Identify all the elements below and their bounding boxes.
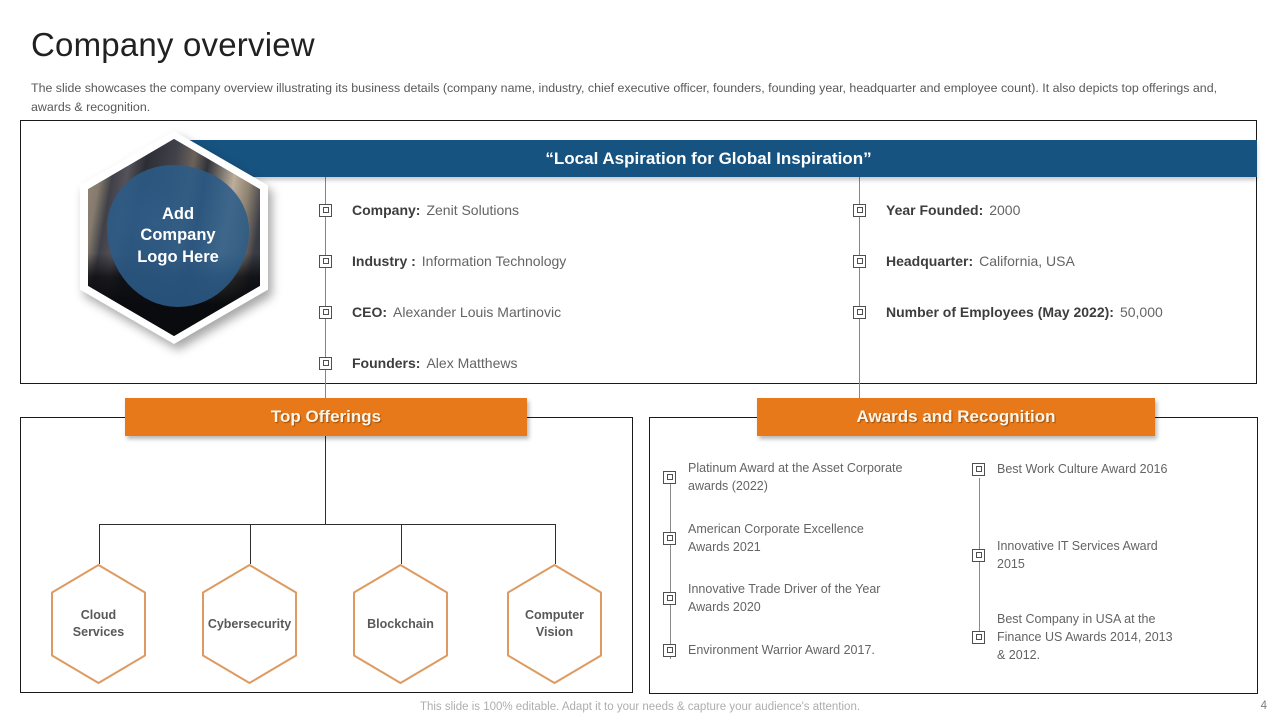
logo-placeholder-text: Add Company Logo Here	[137, 204, 219, 266]
award-item: Innovative IT Services Award 2015	[972, 537, 1179, 573]
tagline-text: “Local Aspiration for Global Inspiration…	[545, 148, 872, 168]
page-number: 4	[1260, 700, 1267, 712]
connector-line-left-details	[325, 177, 326, 399]
tree-drop-line	[401, 524, 402, 564]
award-text: Platinum Award at the Asset Corporate aw…	[688, 461, 903, 494]
award-item: Environment Warrior Award 2017.	[663, 641, 906, 659]
hexagon-outline-icon	[353, 564, 448, 684]
detail-item-company: Company: Zenit Solutions	[319, 200, 519, 220]
square-bullet-icon	[663, 591, 676, 605]
award-text: Best Work Culture Award 2016	[997, 462, 1168, 476]
award-item: American Corporate Excellence Awards 202…	[663, 520, 906, 556]
detail-label: CEO:	[352, 304, 387, 320]
connector-line-right-details	[859, 177, 860, 399]
award-item: Platinum Award at the Asset Corporate aw…	[663, 459, 906, 495]
square-bullet-icon	[972, 548, 985, 562]
tree-drop-line	[99, 524, 100, 564]
offering-label: Blockchain	[367, 616, 434, 631]
detail-item-employees: Number of Employees (May 2022): 50,000	[853, 302, 1163, 322]
offering-hexagon-cloud-services: Cloud Services	[48, 563, 149, 685]
tree-drop-line	[555, 524, 556, 564]
offering-label: Cybersecurity	[207, 616, 292, 631]
awards-title: Awards and Recognition	[856, 407, 1056, 426]
award-text: American Corporate Excellence Awards 202…	[688, 522, 864, 555]
top-offerings-title: Top Offerings	[270, 407, 382, 426]
detail-label: Headquarter:	[886, 253, 974, 269]
tree-drop-line	[250, 524, 251, 564]
tree-stem-line	[325, 436, 326, 524]
awards-connector-line-left	[670, 477, 671, 659]
award-item: Best Work Culture Award 2016	[972, 460, 1179, 478]
detail-value: Alexander Louis Martinovic	[393, 304, 562, 320]
detail-item-ceo: CEO: Alexander Louis Martinovic	[319, 302, 561, 322]
detail-item-year-founded: Year Founded: 2000	[853, 200, 1020, 220]
award-text: Best Company in USA at the Finance US Aw…	[997, 612, 1173, 663]
hexagon-outline-icon	[202, 564, 297, 684]
square-bullet-icon	[319, 254, 332, 268]
detail-item-founders: Founders: Alex Matthews	[319, 353, 518, 373]
square-bullet-icon	[853, 203, 866, 217]
square-bullet-icon	[663, 470, 676, 484]
detail-label: Industry :	[352, 253, 416, 269]
offering-label: Computer Vision	[524, 608, 585, 639]
detail-item-industry: Industry : Information Technology	[319, 251, 566, 271]
offering-label: Cloud Services	[72, 608, 125, 639]
detail-value: Zenit Solutions	[426, 202, 520, 218]
detail-value: 2000	[989, 202, 1021, 218]
awards-panel	[649, 417, 1258, 694]
square-bullet-icon	[972, 462, 985, 476]
footer-note: This slide is 100% editable. Adapt it to…	[419, 701, 861, 713]
tree-horizontal-line	[99, 524, 556, 525]
offering-hexagon-blockchain: Blockchain	[350, 563, 451, 685]
detail-label: Year Founded:	[886, 202, 984, 218]
square-bullet-icon	[663, 531, 676, 545]
offering-hexagon-cybersecurity: Cybersecurity	[199, 563, 300, 685]
award-item: Best Company in USA at the Finance US Aw…	[972, 610, 1179, 664]
detail-value: California, USA	[979, 253, 1075, 269]
company-tagline-banner: “Local Aspiration for Global Inspiration…	[160, 140, 1257, 177]
detail-label: Company:	[352, 202, 421, 218]
detail-label: Founders:	[352, 355, 421, 371]
square-bullet-icon	[853, 254, 866, 268]
square-bullet-icon	[972, 630, 985, 644]
detail-label: Number of Employees (May 2022):	[886, 304, 1114, 320]
square-bullet-icon	[663, 643, 676, 657]
hexagon-outline-icon	[51, 564, 146, 684]
detail-item-headquarter: Headquarter: California, USA	[853, 251, 1075, 271]
slide-description: The slide showcases the company overview…	[31, 81, 1218, 114]
awards-banner: Awards and Recognition	[757, 398, 1155, 436]
top-offerings-banner: Top Offerings	[125, 398, 527, 436]
offering-hexagon-computer-vision: Computer Vision	[504, 563, 605, 685]
logo-blob-shape: Add Company Logo Here	[107, 165, 249, 307]
detail-value: Information Technology	[421, 253, 567, 269]
award-text: Environment Warrior Award 2017.	[688, 643, 875, 657]
award-item: Innovative Trade Driver of the Year Awar…	[663, 580, 906, 616]
award-text: Innovative IT Services Award 2015	[997, 539, 1158, 572]
square-bullet-icon	[853, 305, 866, 319]
company-logo-placeholder[interactable]: Add Company Logo Here	[80, 131, 268, 344]
detail-value: Alex Matthews	[426, 355, 518, 371]
square-bullet-icon	[319, 203, 332, 217]
square-bullet-icon	[319, 356, 332, 370]
award-text: Innovative Trade Driver of the Year Awar…	[688, 582, 881, 615]
page-title: Company overview	[31, 26, 315, 63]
detail-value: 50,000	[1119, 304, 1163, 320]
square-bullet-icon	[319, 305, 332, 319]
hexagon-outline-icon	[507, 564, 602, 684]
